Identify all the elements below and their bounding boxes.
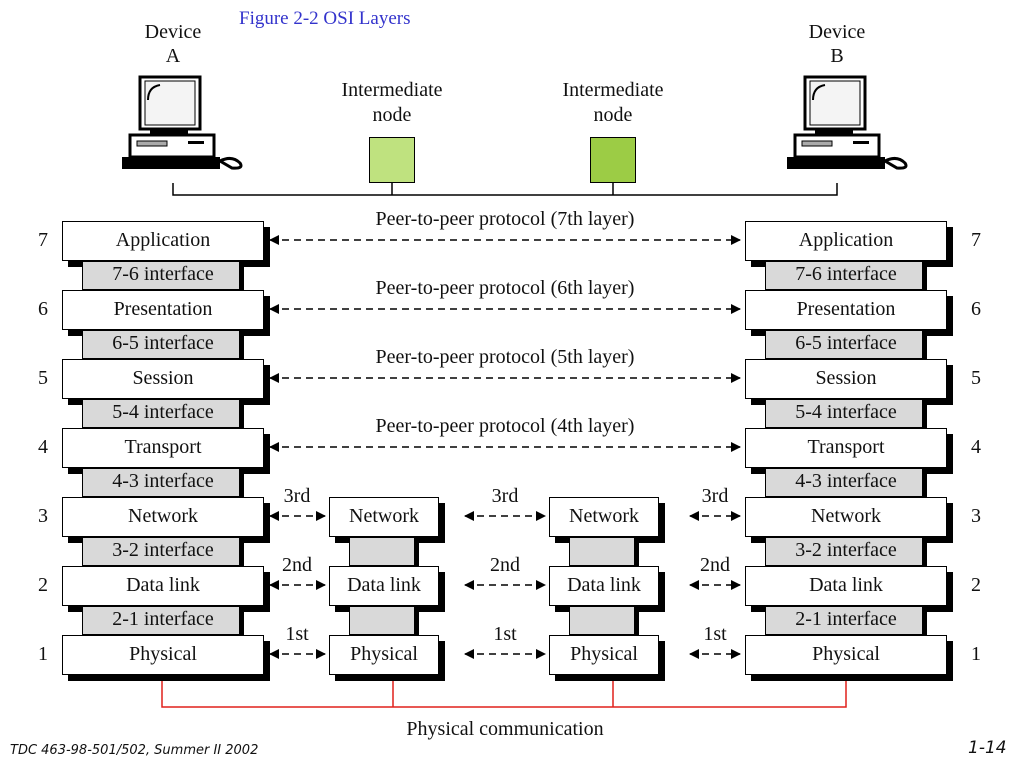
layer-box-n1: Physical <box>329 635 439 675</box>
hop-label: 1st <box>285 623 309 645</box>
intermediate-node-2-icon <box>590 137 636 183</box>
footer-course: TDC 463-98-501/502, Summer II 2002 <box>10 743 259 758</box>
intermediate-node-1-line1: Intermediate <box>341 79 443 101</box>
layer-number-right: 7 <box>971 229 981 251</box>
device-b-label: Device B <box>797 20 877 68</box>
layer-box-a: Session <box>62 359 264 399</box>
interface-n2 <box>569 537 639 566</box>
intermediate-node-2-line2: node <box>593 104 633 126</box>
network-link-line <box>172 183 838 196</box>
intermediate-node-2-label: Intermediate node <box>543 78 683 128</box>
layer-number-left: 4 <box>38 436 48 458</box>
hop-label: 2nd <box>490 554 520 576</box>
layer-number-right: 3 <box>971 505 981 527</box>
interface-a: 7-6 interface <box>82 261 244 290</box>
physical-communication-label: Physical communication <box>406 718 604 740</box>
layer-box-b: Data link <box>745 566 947 606</box>
footer-page-number: 1-14 <box>968 738 1007 758</box>
interface-b: 2-1 interface <box>765 606 927 635</box>
layer-number-left: 1 <box>38 643 48 665</box>
layer-box-b: Application <box>745 221 947 261</box>
layer-number-right: 1 <box>971 643 981 665</box>
hop-label: 1st <box>493 623 517 645</box>
layer-box-n1: Data link <box>329 566 439 606</box>
layer-box-b: Presentation <box>745 290 947 330</box>
hop-label: 1st <box>703 623 727 645</box>
hop-label: 3rd <box>283 485 311 507</box>
peer-protocol-label: Peer-to-peer protocol (4th layer) <box>375 415 635 437</box>
device-b-line1: Device <box>808 21 866 43</box>
layer-number-left: 7 <box>38 229 48 251</box>
device-a-line2: A <box>165 45 181 67</box>
interface-a: 5-4 interface <box>82 399 244 428</box>
peer-protocol-label: Peer-to-peer protocol (6th layer) <box>375 277 635 299</box>
interface-a: 2-1 interface <box>82 606 244 635</box>
hop-label: 3rd <box>491 485 519 507</box>
layer-number-left: 5 <box>38 367 48 389</box>
intermediate-node-2-line1: Intermediate <box>562 79 664 101</box>
interface-n2 <box>569 606 639 635</box>
layer-box-b: Physical <box>745 635 947 675</box>
layer-box-a: Application <box>62 221 264 261</box>
layer-number-right: 6 <box>971 298 981 320</box>
intermediate-node-1-line2: node <box>372 104 412 126</box>
layer-box-b: Session <box>745 359 947 399</box>
interface-a: 6-5 interface <box>82 330 244 359</box>
layer-box-a: Network <box>62 497 264 537</box>
interface-b: 6-5 interface <box>765 330 927 359</box>
device-a-line1: Device <box>144 21 202 43</box>
interface-b: 7-6 interface <box>765 261 927 290</box>
intermediate-node-1-icon <box>369 137 415 183</box>
interface-a: 4-3 interface <box>82 468 244 497</box>
interface-a: 3-2 interface <box>82 537 244 566</box>
computer-a-icon <box>122 75 243 170</box>
layer-number-right: 2 <box>971 574 981 596</box>
physical-link-line <box>161 681 847 708</box>
peer-protocol-label: Peer-to-peer protocol (5th layer) <box>375 346 635 368</box>
figure-title: Figure 2-2 OSI Layers <box>239 8 411 29</box>
layer-number-left: 2 <box>38 574 48 596</box>
layer-box-a: Data link <box>62 566 264 606</box>
layer-number-right: 5 <box>971 367 981 389</box>
layer-box-n2: Network <box>549 497 659 537</box>
interface-n1 <box>349 537 419 566</box>
layer-box-b: Transport <box>745 428 947 468</box>
layer-box-a: Presentation <box>62 290 264 330</box>
interface-b: 3-2 interface <box>765 537 927 566</box>
layer-box-b: Network <box>745 497 947 537</box>
hop-label: 2nd <box>700 554 730 576</box>
layer-box-n2: Data link <box>549 566 659 606</box>
hop-label: 2nd <box>282 554 312 576</box>
peer-protocol-label: Peer-to-peer protocol (7th layer) <box>375 208 635 230</box>
intermediate-node-1-label: Intermediate node <box>322 78 462 128</box>
interface-n1 <box>349 606 419 635</box>
layer-number-left: 6 <box>38 298 48 320</box>
layer-number-right: 4 <box>971 436 981 458</box>
interface-b: 4-3 interface <box>765 468 927 497</box>
hop-label: 3rd <box>701 485 729 507</box>
layer-box-a: Transport <box>62 428 264 468</box>
interface-b: 5-4 interface <box>765 399 927 428</box>
layer-box-a: Physical <box>62 635 264 675</box>
layer-box-n2: Physical <box>549 635 659 675</box>
computer-b-icon <box>787 75 908 170</box>
layer-box-n1: Network <box>329 497 439 537</box>
layer-number-left: 3 <box>38 505 48 527</box>
device-a-label: Device A <box>133 20 213 68</box>
device-b-line2: B <box>830 45 844 67</box>
